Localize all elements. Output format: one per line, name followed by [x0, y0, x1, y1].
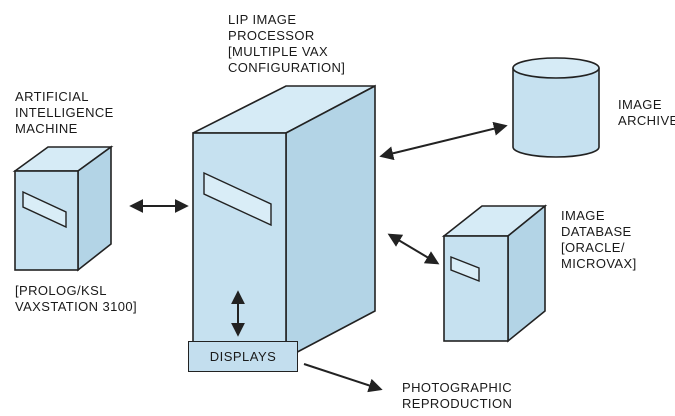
image-database-cube: [441, 204, 548, 343]
lip-processor-slot: [203, 171, 272, 227]
image-database-slot: [450, 255, 480, 283]
arrow-processor-archive: [379, 121, 508, 161]
lip-processor-label: LIP IMAGE PROCESSOR [MULTIPLE VAX CONFIG…: [228, 12, 346, 75]
image-database-label: IMAGE DATABASE [ORACLE/ MICROVAX]: [561, 208, 637, 271]
image-archive-label: IMAGE ARCHIVE: [618, 97, 675, 128]
arrow-displays-photographic: [303, 363, 383, 393]
arrow-processor-database: [387, 233, 440, 265]
ai-machine-label: ARTIFICIAL INTELLIGENCE MACHINE: [15, 89, 114, 136]
displays-box: DISPLAYS: [188, 341, 298, 372]
lip-processor-cube: [192, 84, 376, 360]
displays-label: DISPLAYS: [209, 349, 277, 364]
ai-machine-cube: [12, 145, 114, 272]
image-archive-cylinder: [512, 57, 600, 158]
ai-config-label: [PROLOG/KSL VAXSTATION 3100]: [15, 283, 137, 314]
photographic-reproduction-label: PHOTOGRAPHIC REPRODUCTION: [402, 380, 513, 411]
ai-machine-slot: [22, 190, 67, 229]
